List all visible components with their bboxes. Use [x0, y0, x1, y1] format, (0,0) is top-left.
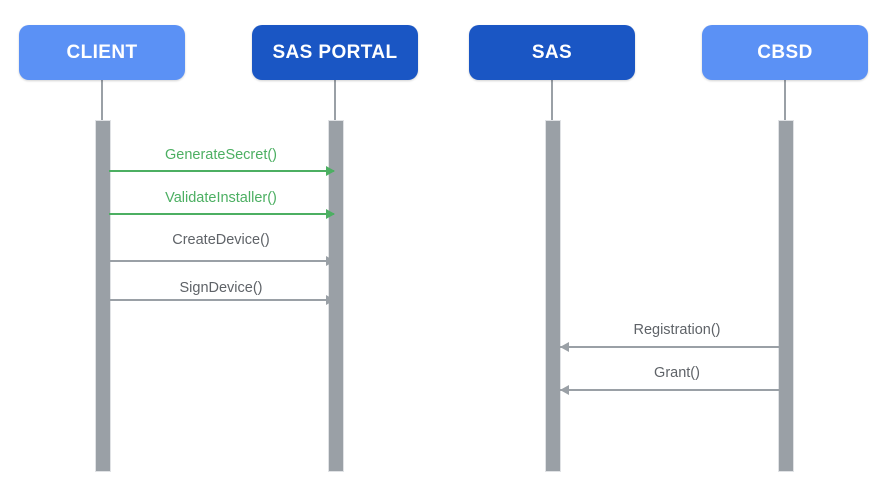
actor-label-sas: SAS — [531, 41, 573, 63]
actor-box-cbsd[interactable]: CBSD — [702, 25, 868, 80]
actor-box-sas-portal[interactable]: SAS PORTAL — [252, 25, 418, 80]
message-line-grant — [560, 389, 784, 391]
message-arrowhead-grant — [560, 385, 569, 395]
message-line-create-device — [109, 260, 334, 262]
message-arrowhead-create-device — [326, 256, 335, 266]
message-arrowhead-validate-installer — [326, 209, 335, 219]
message-line-validate-installer — [109, 213, 334, 215]
message-label-grant: Grant() — [654, 365, 700, 381]
message-line-sign-device — [109, 299, 334, 301]
actor-label-client: CLIENT — [66, 41, 138, 63]
message-label-create-device: CreateDevice() — [172, 232, 270, 248]
activation-bar-client — [95, 120, 111, 472]
activation-bar-cbsd — [778, 120, 794, 472]
actor-box-client[interactable]: CLIENT — [19, 25, 185, 80]
message-line-generate-secret — [109, 170, 334, 172]
actor-box-sas[interactable]: SAS — [469, 25, 635, 80]
message-arrowhead-registration — [560, 342, 569, 352]
message-line-registration — [560, 346, 784, 348]
message-label-validate-installer: ValidateInstaller() — [165, 190, 277, 206]
message-label-sign-device: SignDevice() — [179, 280, 263, 296]
activation-bar-sas — [545, 120, 561, 472]
message-label-registration: Registration() — [633, 322, 721, 338]
actor-label-sas-portal: SAS PORTAL — [272, 41, 398, 63]
message-label-generate-secret: GenerateSecret() — [164, 147, 278, 163]
message-arrowhead-sign-device — [326, 295, 335, 305]
actor-label-cbsd: CBSD — [757, 41, 813, 63]
message-arrowhead-generate-secret — [326, 166, 335, 176]
